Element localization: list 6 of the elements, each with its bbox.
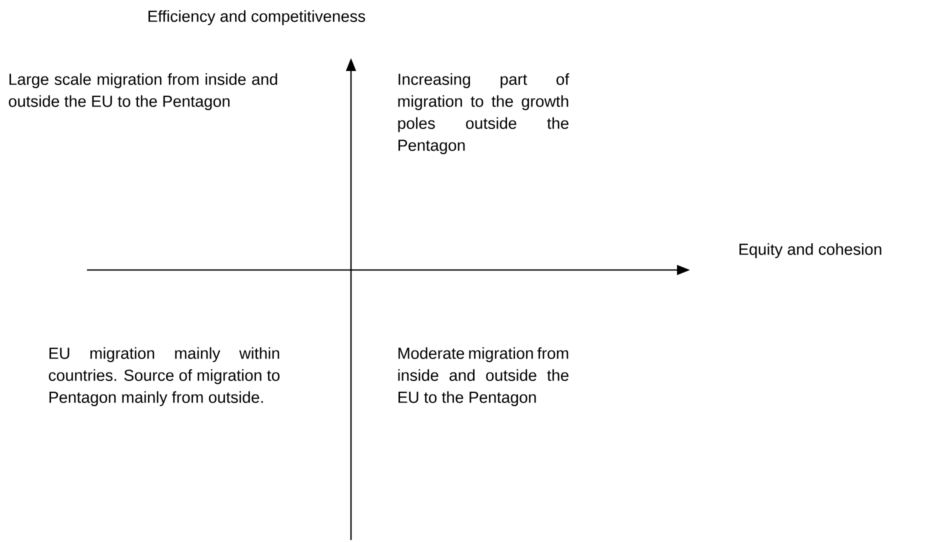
axis-label: Equity and cohesion bbox=[740, 243, 882, 258]
axis-label: Efficiency and competitiveness bbox=[148, 10, 366, 26]
quadrant-text: Increasing part of migration to the growth poles outside the Pentagon bbox=[398, 73, 570, 154]
quadrant-text: EU migration mainly within countries. Source of migration to Pentagon mainly from outside. bbox=[48, 347, 280, 406]
quadrant-text: Large scale migration from inside and outside the EU to the Pentagon bbox=[8, 73, 278, 110]
quadrant-text: Moderate migration from inside and outside the EU to the Pentagon bbox=[398, 347, 568, 406]
